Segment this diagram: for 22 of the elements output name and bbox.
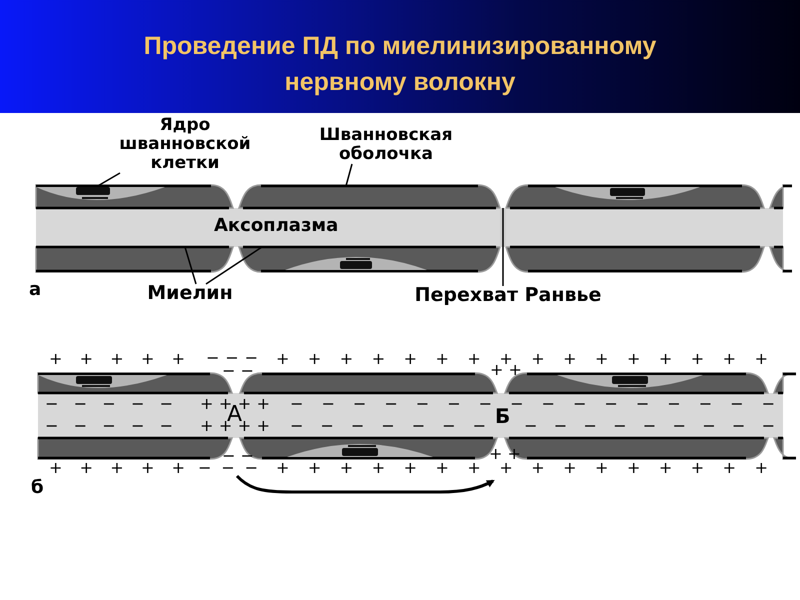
- charge-signs: + + + + +: [49, 351, 185, 367]
- leader-line: [206, 246, 262, 285]
- charge-signs: − − − − − − −: [290, 418, 486, 434]
- leader-line: [502, 208, 504, 286]
- panel-letter: а: [29, 280, 42, 300]
- charge-signs: + + + + + + + + + + + + + + + +: [276, 460, 768, 476]
- charge-signs: − − − − −: [45, 418, 173, 434]
- charge-signs: − − − − −: [45, 396, 173, 412]
- label-text: Ядро шванновской клетки: [118, 116, 252, 173]
- leader-line: [184, 246, 197, 284]
- label-text: Аксоплазма: [214, 216, 340, 236]
- charge-signs: − − − − − − − − −: [524, 418, 775, 434]
- label-text: Шванновская оболочка: [318, 126, 454, 164]
- charge-signs: − − −: [206, 350, 258, 366]
- leader-line: [345, 164, 353, 186]
- charge-signs: + + + + +: [49, 460, 185, 476]
- slide-title: Проведение ПД по миелинизированному нервному волокну: [142, 31, 658, 98]
- label-text: Перехват Ранвье: [414, 286, 602, 305]
- label-text: Миелин: [146, 284, 234, 303]
- leader-line: [96, 172, 120, 188]
- charge-signs: − −: [222, 363, 252, 379]
- panel-letter: б: [31, 478, 45, 498]
